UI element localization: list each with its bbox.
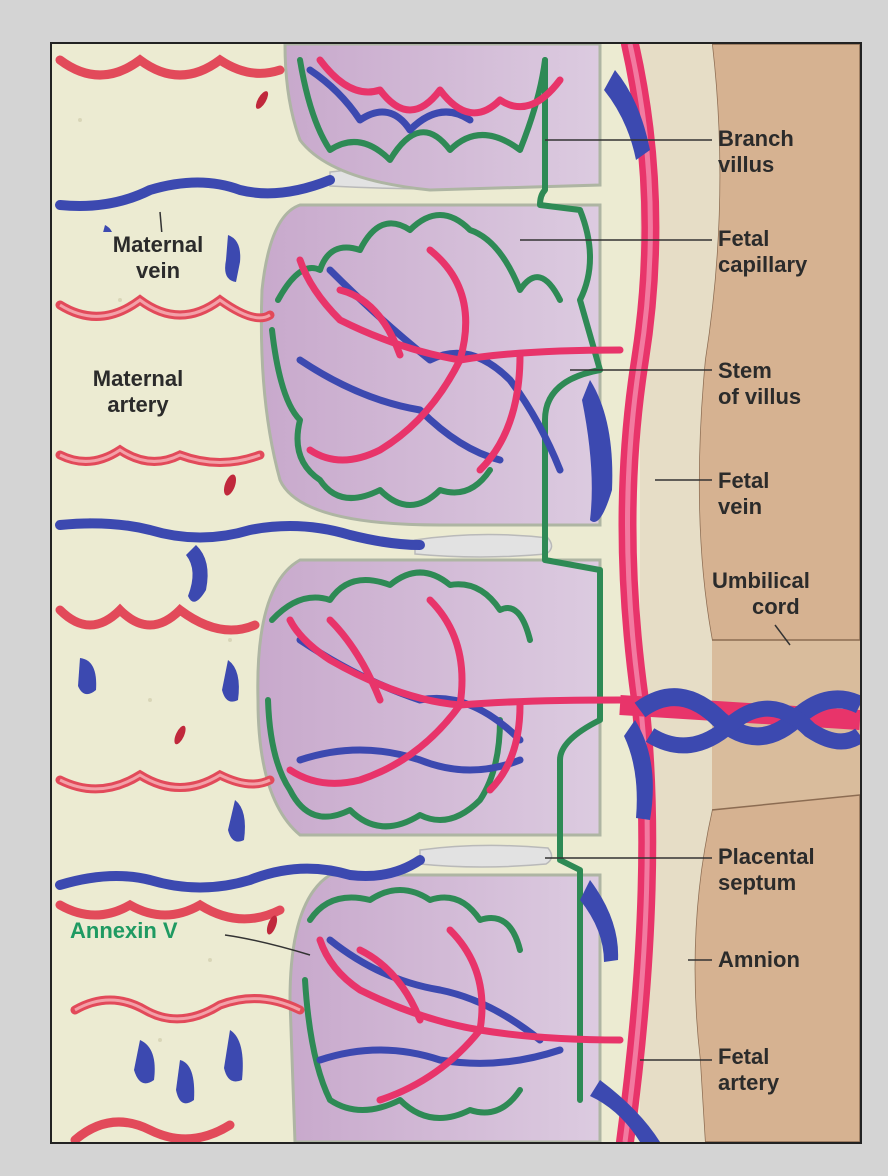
label-fetal-vein: Fetalvein [718,468,769,519]
label-annexin-v: Annexin V [70,918,178,943]
label-amnion: Amnion [718,947,800,972]
